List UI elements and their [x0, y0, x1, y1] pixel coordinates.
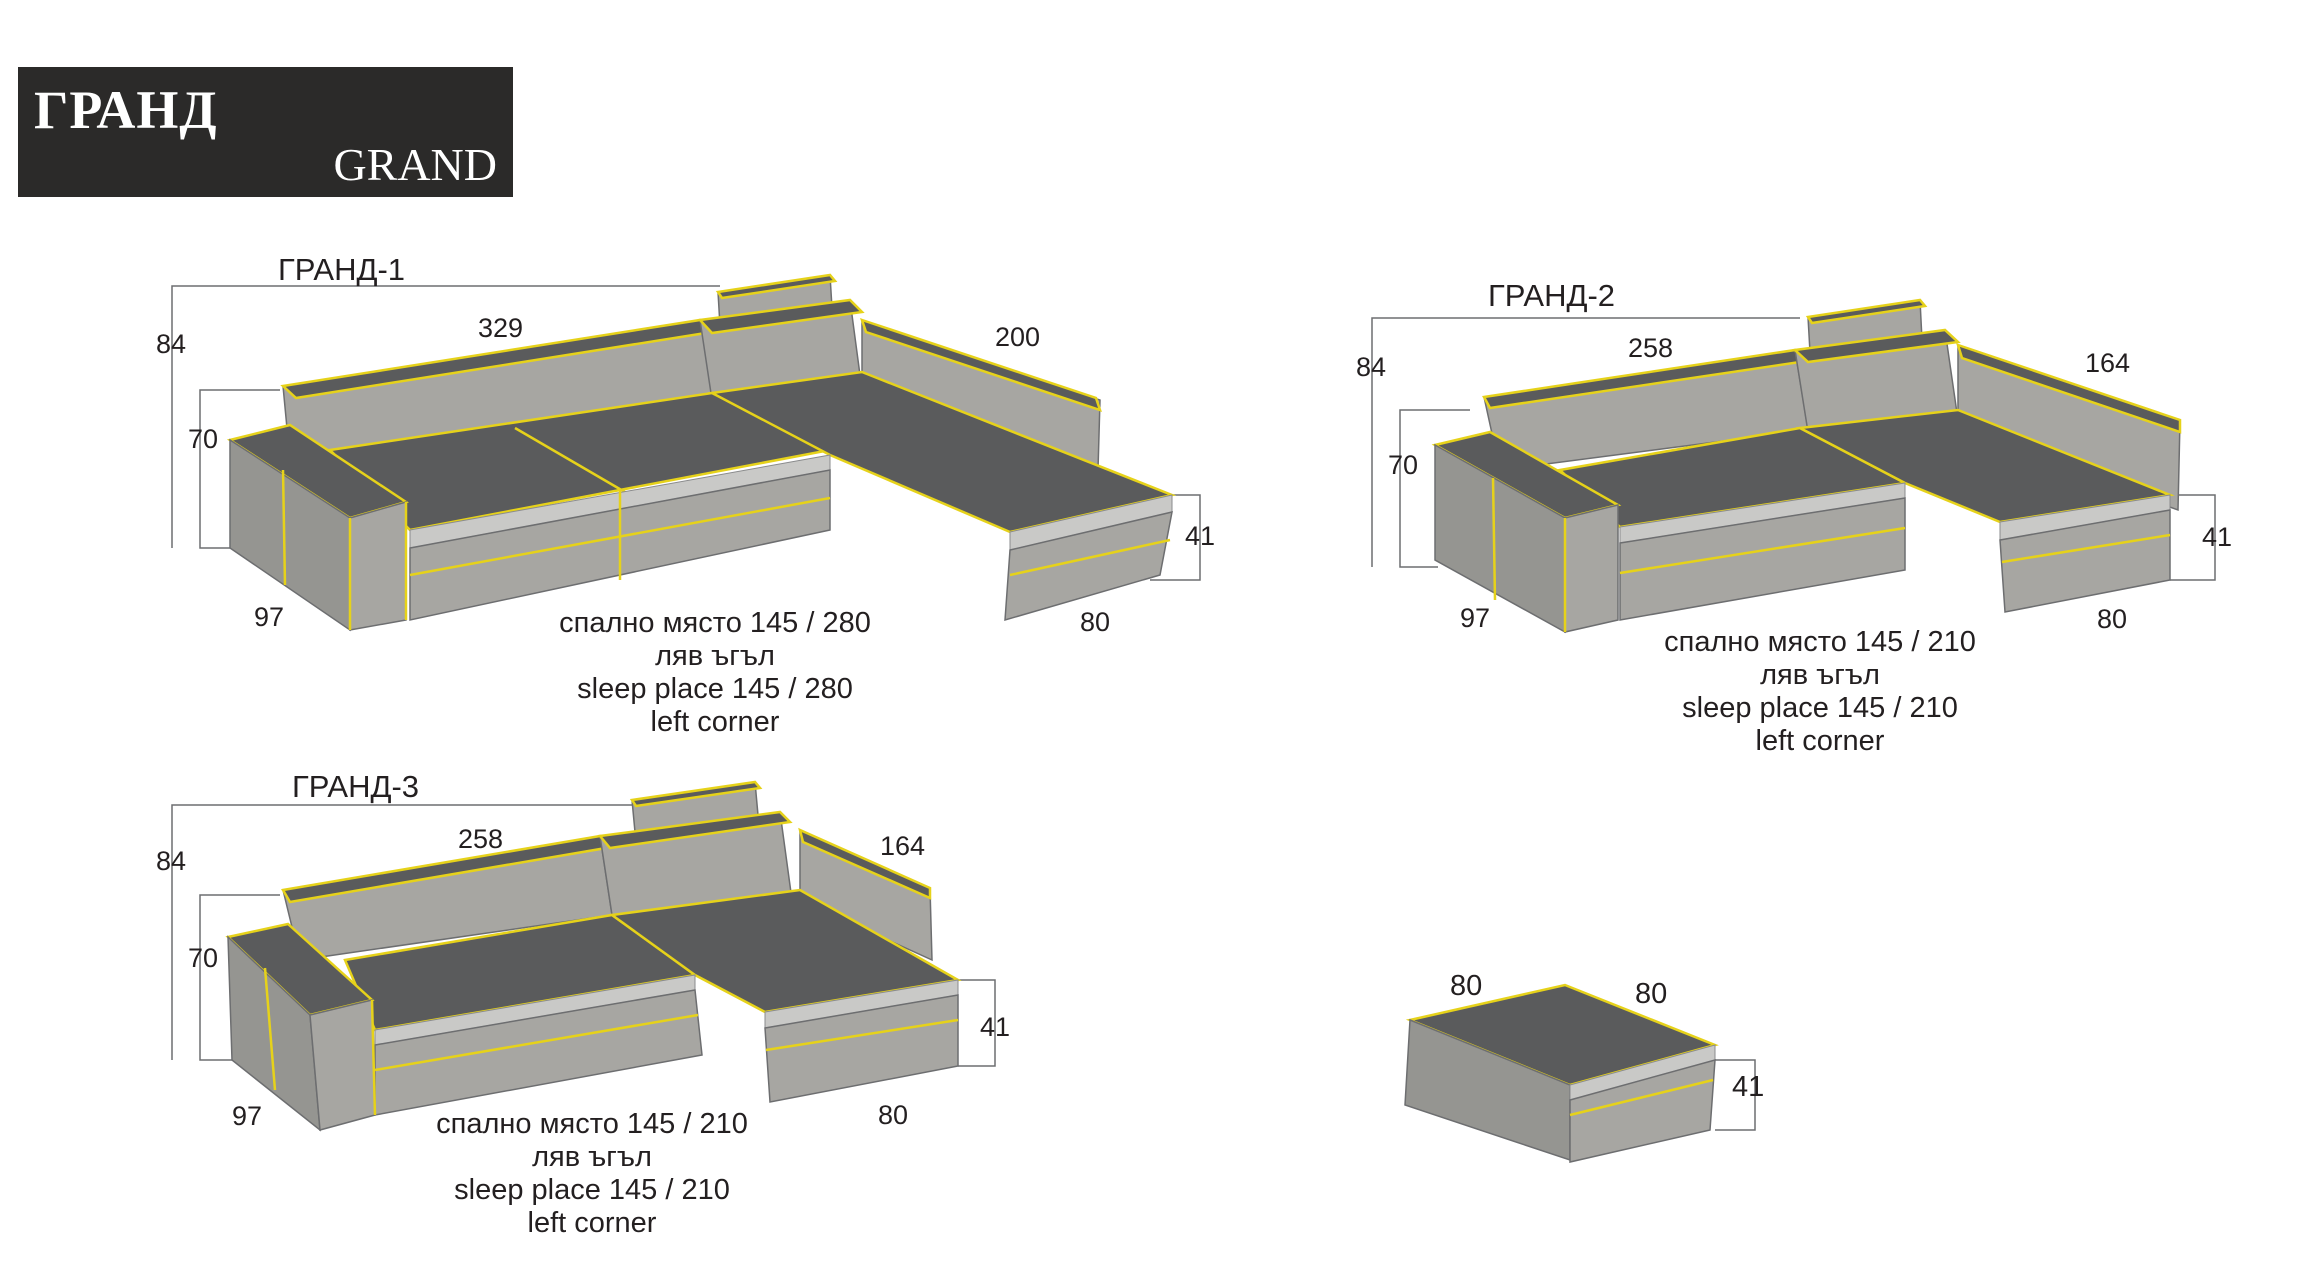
headrest-top — [715, 273, 838, 300]
sofa-grand-3 — [171, 780, 996, 1132]
dim-line-41 — [2170, 494, 2216, 581]
dim-line-70 — [1399, 409, 1470, 568]
caption-line: sleep place 145 / 280 — [577, 673, 853, 705]
caption-line: left corner — [650, 706, 780, 738]
corner-back-top — [697, 298, 865, 335]
caption-line: left corner — [527, 1207, 657, 1239]
model-2-dim-164: 164 — [2085, 348, 2130, 378]
dim-line-84 — [1371, 317, 1800, 567]
caption-line: ляв ъгъл — [1760, 659, 1880, 691]
caption-line: спално място 145 / 280 — [559, 607, 871, 639]
chaise-front — [1004, 511, 1173, 622]
caption-line: ляв ъгъл — [655, 640, 775, 672]
armrest-side — [349, 501, 407, 631]
model-3-dim-258: 258 — [458, 824, 503, 854]
model-2-caption: спално място 145 / 210 ляв ъгъл sleep pl… — [1660, 626, 1980, 758]
pouf-dim-height: 41 — [1732, 1071, 1764, 1103]
pouf-front — [1569, 1058, 1716, 1163]
sofa-grand-1 — [171, 273, 1201, 632]
title-banner: ГРАНД GRAND — [18, 67, 513, 197]
chaise-front — [1999, 509, 2171, 613]
model-3-dim-70: 70 — [188, 943, 218, 973]
model-2-title: ГРАНД-2 — [1488, 278, 1615, 313]
model-2-dim-97: 97 — [1460, 603, 1490, 633]
caption-line: спално място 145 / 210 — [1664, 626, 1976, 658]
title-bulgarian: ГРАНД — [34, 80, 218, 140]
model-2-dim-70: 70 — [1388, 450, 1418, 480]
side-back-top — [798, 827, 932, 900]
model-3-title: ГРАНД-3 — [292, 769, 419, 804]
caption-line: спално място 145 / 210 — [436, 1108, 748, 1140]
dim-line-70 — [199, 894, 280, 1061]
caption-line: left corner — [1755, 725, 1885, 757]
model-1-dim-84: 84 — [156, 329, 186, 359]
model-1-title: ГРАНД-1 — [278, 252, 405, 287]
pouf — [1404, 983, 1756, 1163]
corner-back-top — [1792, 328, 1961, 364]
model-2-dim-84: 84 — [1356, 352, 1386, 382]
dim-line-70 — [199, 389, 280, 549]
headrest-top — [1805, 298, 1928, 325]
model-2-dim-258: 258 — [1628, 333, 1673, 363]
title-english: GRAND — [333, 139, 497, 190]
caption-line: ляв ъгъл — [532, 1141, 652, 1173]
pouf-dim-width: 80 — [1450, 970, 1482, 1002]
chaise-front — [764, 994, 959, 1103]
main-front — [1619, 497, 1906, 621]
model-3-dim-97: 97 — [232, 1101, 262, 1131]
dim-line-41 — [1715, 1059, 1756, 1131]
armrest-side — [309, 999, 376, 1131]
model-1-dim-41: 41 — [1185, 521, 1215, 551]
dim-line-84 — [171, 285, 720, 548]
armrest-side — [1564, 504, 1619, 633]
model-3-dim-80: 80 — [878, 1100, 908, 1130]
model-1-dim-200: 200 — [995, 322, 1040, 352]
sofa-grand-2 — [1371, 298, 2216, 634]
model-1-dim-329: 329 — [478, 313, 523, 343]
model-3-dim-164: 164 — [880, 831, 925, 861]
model-3-dim-41: 41 — [980, 1012, 1010, 1042]
model-2-dim-80: 80 — [2097, 604, 2127, 634]
side-back-top — [1956, 343, 2182, 434]
model-3-dim-84: 84 — [156, 846, 186, 876]
model-1-caption: спално място 145 / 280 ляв ъгъл sleep pl… — [555, 607, 875, 739]
model-1-dim-70: 70 — [188, 424, 218, 454]
model-1-dim-80: 80 — [1080, 607, 1110, 637]
dim-line-41 — [958, 979, 996, 1067]
corner-back-top — [597, 810, 793, 850]
side-back-top — [860, 318, 1102, 412]
dim-line-84 — [171, 804, 640, 1060]
model-1-dim-97: 97 — [254, 602, 284, 632]
caption-line: sleep place 145 / 210 — [1682, 692, 1958, 724]
pouf-dim-depth: 80 — [1635, 978, 1667, 1010]
model-3-caption: спално място 145 / 210 ляв ъгъл sleep pl… — [432, 1108, 752, 1240]
caption-line: sleep place 145 / 210 — [454, 1174, 730, 1206]
model-2-dim-41: 41 — [2202, 522, 2232, 552]
headrest-top — [629, 780, 763, 808]
